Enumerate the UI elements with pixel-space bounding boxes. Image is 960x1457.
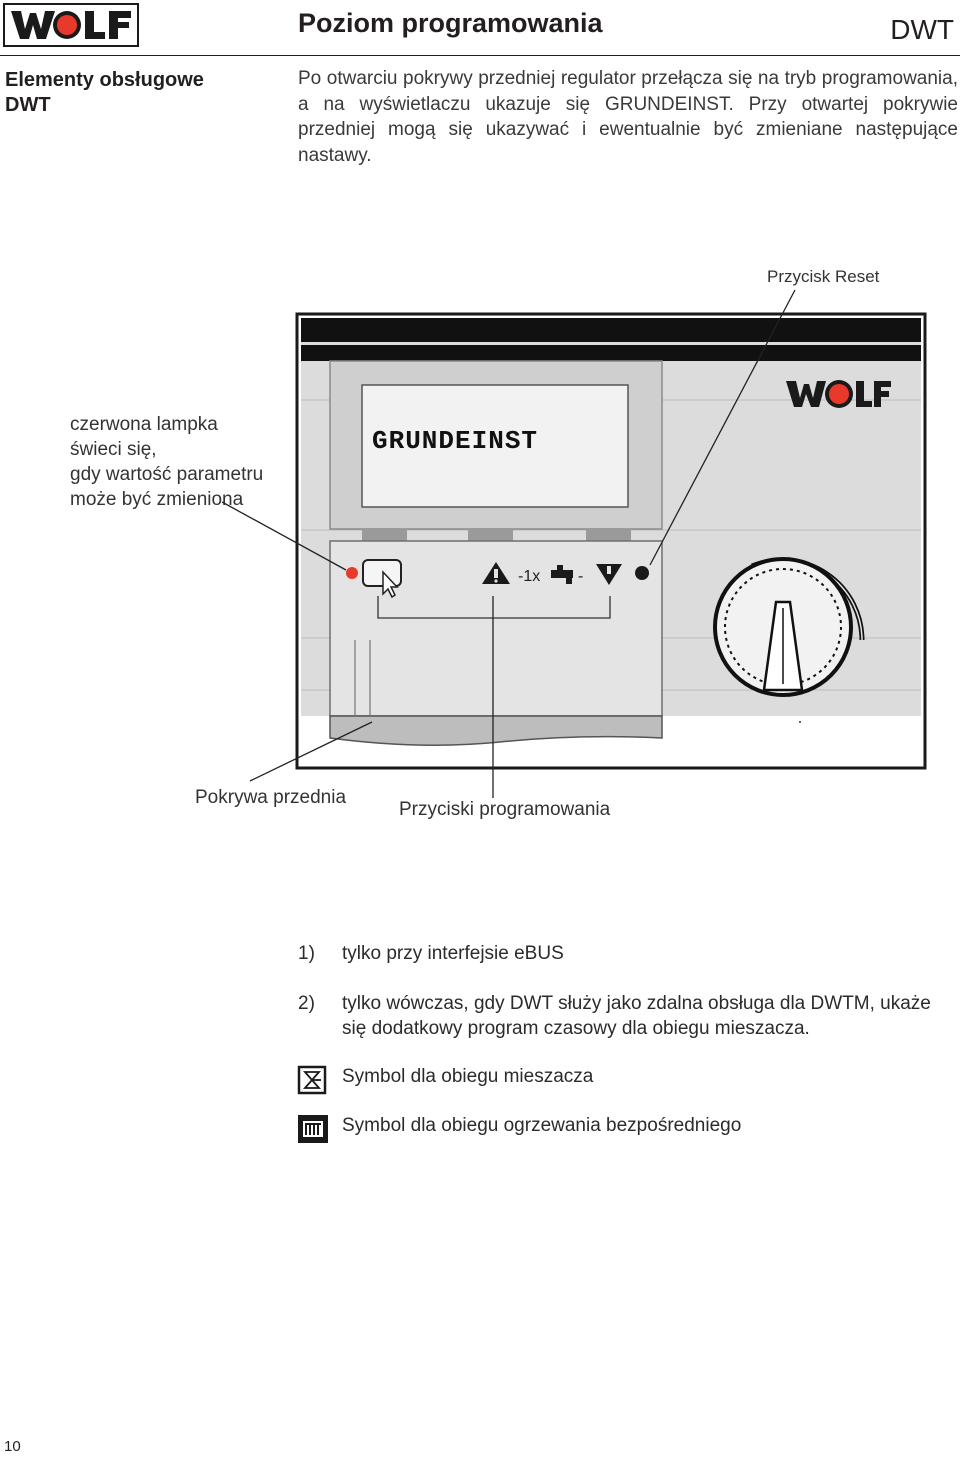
tab-3 xyxy=(586,529,631,541)
mixer-circuit-icon xyxy=(297,1065,327,1095)
red-lamp-label-line4: może być zmieniona xyxy=(70,489,244,510)
programming-bracket xyxy=(377,596,611,619)
footnote-2: 2) tylko wówczas, gdy DWT służy jako zda… xyxy=(298,991,948,1041)
cover-leader-line xyxy=(249,721,373,782)
symbol-row-direct: Symbol dla obiegu ogrzewania bezpośredni… xyxy=(297,1115,897,1145)
programming-buttons-label: Przyciski programowania xyxy=(399,799,611,820)
page-title: Poziom programowania xyxy=(298,8,603,38)
display-text: GRUNDEINST xyxy=(372,426,538,456)
direct-heating-circuit-icon xyxy=(298,1115,328,1143)
section-heading-line1: Elementy obsługowe xyxy=(5,69,204,91)
section-heading: Elementy obsługowe DWT xyxy=(5,68,235,118)
tap-icon xyxy=(551,565,573,584)
document-code: DWT xyxy=(890,14,954,45)
lamp-leader-line xyxy=(221,501,347,571)
footnote-1-number: 1) xyxy=(298,943,315,964)
wolf-logo-graphic xyxy=(11,11,131,39)
footnote-2-number: 2) xyxy=(298,993,315,1014)
symbol-mixer-text: Symbol dla obiegu mieszacza xyxy=(342,1066,594,1087)
multiplier-label: -1x xyxy=(518,568,540,585)
dash-label: - xyxy=(578,568,583,585)
reset-button-label: Przycisk Reset xyxy=(767,267,880,286)
triangle-down-icon xyxy=(596,564,622,585)
red-lamp-label-line1: czerwona lampka xyxy=(70,414,218,435)
intro-paragraph: Po otwarciu pokrywy przedniej regulator … xyxy=(298,68,958,166)
header-divider xyxy=(0,55,960,56)
tab-2 xyxy=(468,529,513,541)
symbol-row-mixer: Symbol dla obiegu mieszacza xyxy=(297,1065,897,1096)
footnote-2-text: tylko wówczas, gdy DWT służy jako zdalna… xyxy=(342,993,931,1039)
symbol-direct-text: Symbol dla obiegu ogrzewania bezpośredni… xyxy=(342,1115,742,1136)
red-lamp-label-line3: gdy wartość parametru xyxy=(70,464,264,485)
red-lamp-icon xyxy=(346,567,358,579)
top-bar-upper xyxy=(301,318,921,342)
rotary-knob xyxy=(713,557,865,697)
page-number: 10 xyxy=(4,1438,21,1455)
front-cover-label: Pokrywa przednia xyxy=(195,787,347,808)
pointer-icon xyxy=(382,570,399,599)
front-cover-lip xyxy=(329,715,663,746)
display-screen xyxy=(361,384,629,508)
footnote-1: 1) tylko przy interfejsie eBUS xyxy=(298,941,948,966)
tab-1 xyxy=(362,529,407,541)
top-bar-lower xyxy=(301,345,921,361)
controller-diagram: GRUNDEINST -1x - xyxy=(221,289,927,798)
reset-leader-line xyxy=(649,289,796,566)
section-heading-line2: DWT xyxy=(5,94,51,116)
cursor-button-icon xyxy=(362,559,402,587)
reset-button-icon xyxy=(635,566,649,580)
device-wolf-logo xyxy=(786,380,891,408)
footnote-1-text: tylko przy interfejsie eBUS xyxy=(342,943,564,964)
wolf-logo xyxy=(3,3,139,47)
red-lamp-label-line2: świeci się, xyxy=(70,439,157,460)
red-lamp-label: czerwona lampka świeci się, gdy wartość … xyxy=(70,412,300,512)
